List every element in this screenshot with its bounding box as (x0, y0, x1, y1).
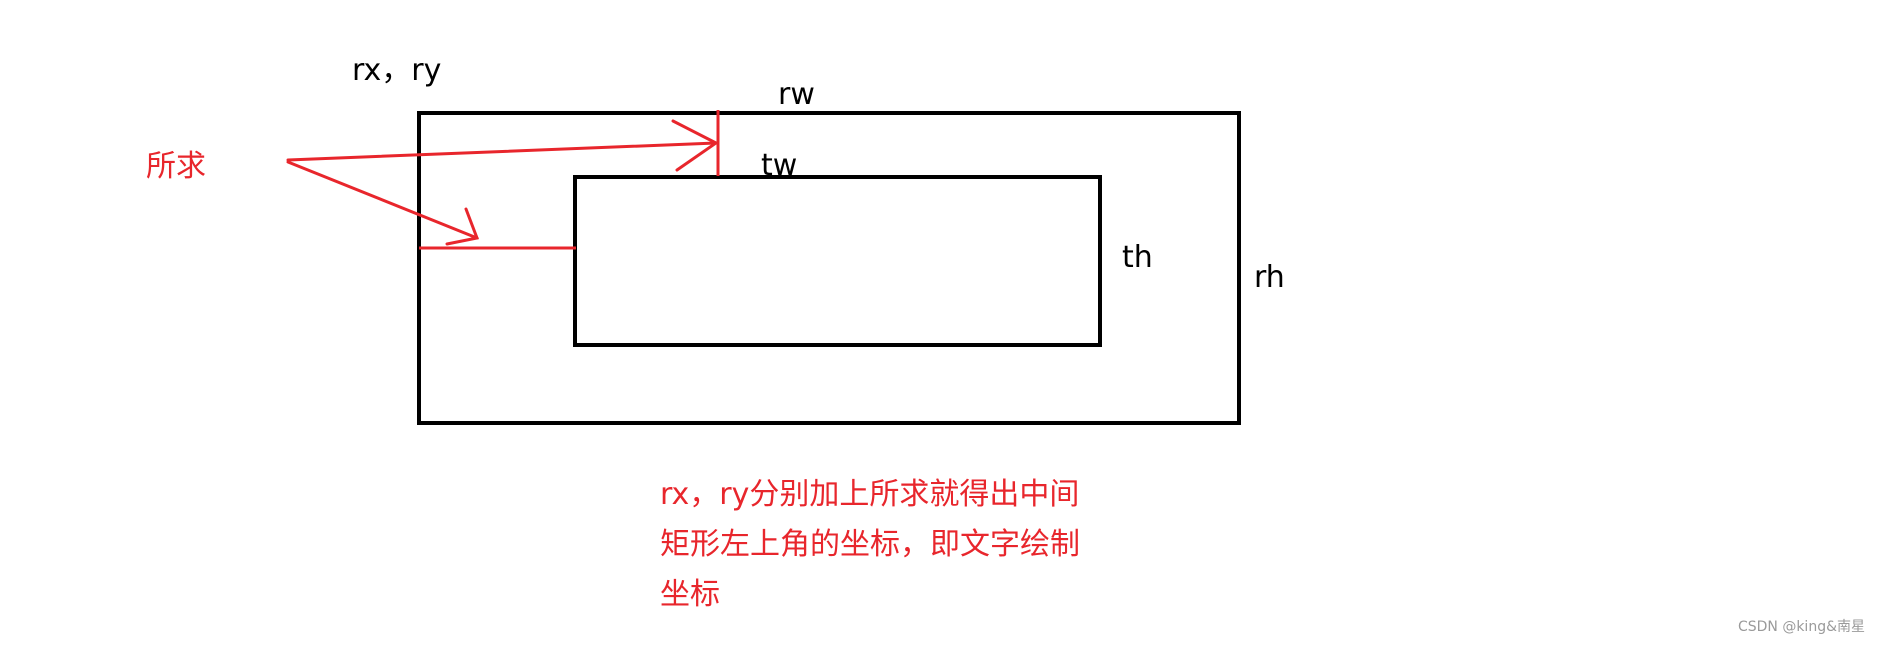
explanation-note: rx，ry分别加上所求就得出中间 矩形左上角的坐标，即文字绘制 坐标 (660, 470, 1080, 620)
note-line-1: rx，ry分别加上所求就得出中间 (660, 477, 1080, 512)
label-suoqiu: 所求 (146, 149, 206, 184)
inner-rectangle (573, 175, 1102, 347)
label-rw: rw (778, 77, 815, 112)
arrow-to-horizontal-offset (286, 160, 480, 246)
note-line-3: 坐标 (660, 577, 720, 612)
label-th: th (1122, 240, 1153, 275)
note-line-2: 矩形左上角的坐标，即文字绘制 (660, 527, 1080, 562)
label-rx-ry: rx，ry (352, 53, 442, 88)
label-rh: rh (1254, 260, 1285, 295)
arrow-to-vertical-offset (286, 119, 719, 172)
outer-rectangle (417, 111, 1241, 425)
label-tw: tw (761, 148, 798, 183)
watermark: CSDN @king&南星 (1737, 619, 1865, 635)
